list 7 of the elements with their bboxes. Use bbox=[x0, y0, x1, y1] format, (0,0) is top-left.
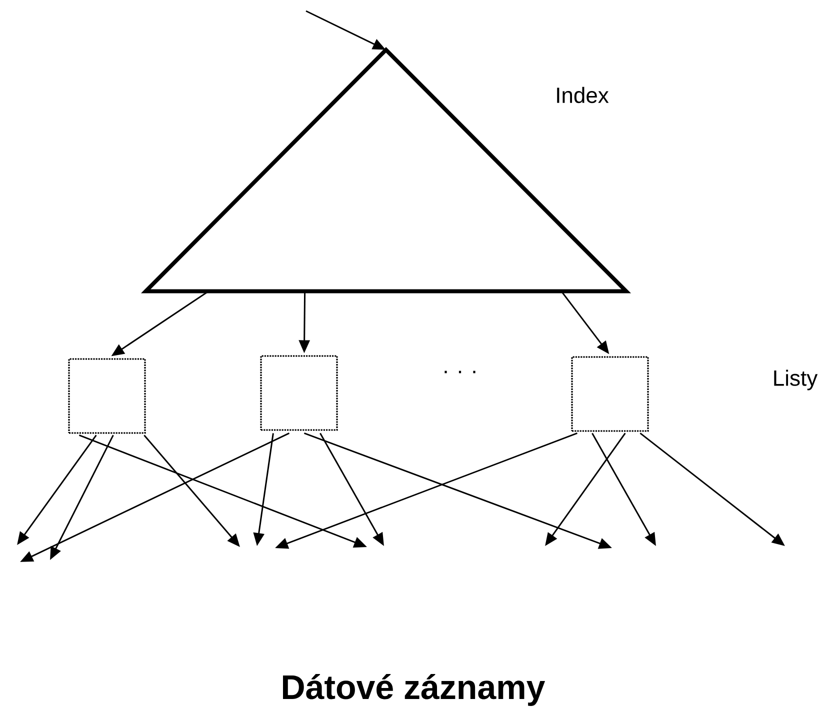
index-label: Index bbox=[557, 86, 609, 104]
dotted-box bbox=[260, 355, 338, 431]
dotted-box bbox=[571, 356, 649, 432]
dotted-box bbox=[68, 358, 146, 434]
leaves-label: Listy bbox=[774, 370, 818, 390]
ellipsis: . . . bbox=[444, 370, 476, 374]
caption: Dátové záznamy bbox=[283, 674, 546, 706]
